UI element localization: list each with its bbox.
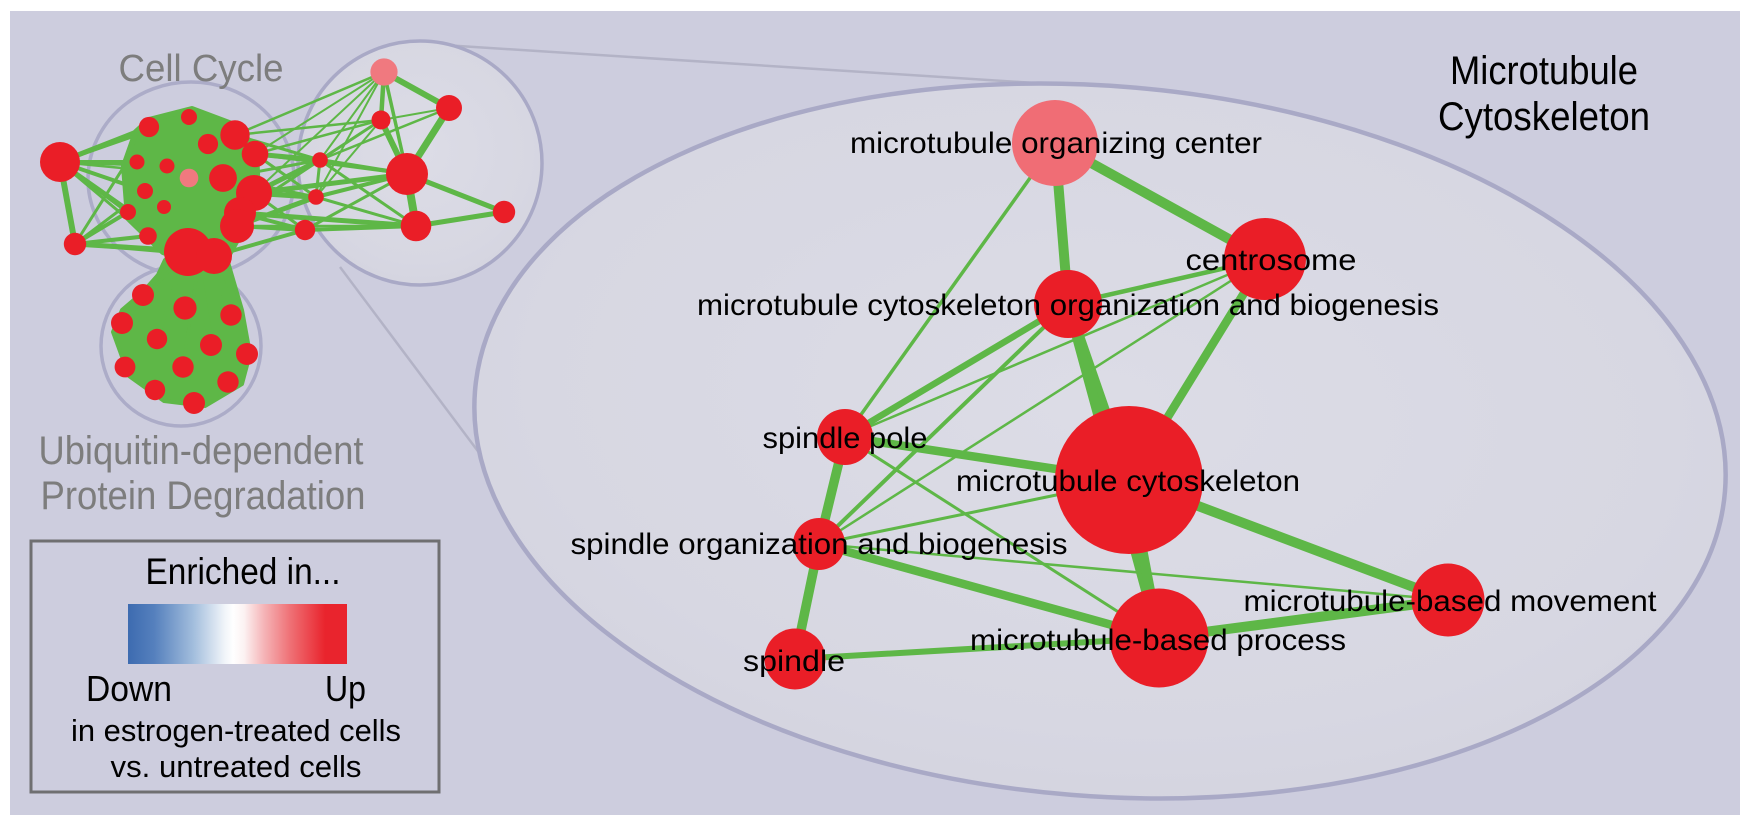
svg-text:spindle pole: spindle pole	[763, 422, 928, 455]
svg-text:microtubule cytoskeleton organ: microtubule cytoskeleton organization an…	[697, 289, 1439, 322]
svg-text:vs. untreated cells: vs. untreated cells	[111, 749, 362, 784]
svg-text:Down: Down	[86, 668, 172, 709]
svg-text:centrosome: centrosome	[1186, 244, 1357, 277]
svg-text:microtubule-based process: microtubule-based process	[970, 624, 1346, 657]
svg-text:Cell Cycle: Cell Cycle	[119, 48, 284, 90]
svg-text:microtubule cytoskeleton: microtubule cytoskeleton	[956, 465, 1300, 498]
svg-text:Up: Up	[325, 668, 366, 709]
svg-text:Cytoskeleton: Cytoskeleton	[1438, 95, 1650, 139]
svg-text:in estrogen-treated cells: in estrogen-treated cells	[71, 713, 401, 748]
svg-text:Protein Degradation: Protein Degradation	[41, 474, 366, 518]
svg-text:Ubiquitin-dependent: Ubiquitin-dependent	[39, 429, 364, 473]
svg-text:microtubule organizing center: microtubule organizing center	[850, 127, 1262, 160]
svg-text:microtubule-based movement: microtubule-based movement	[1244, 585, 1658, 618]
svg-text:spindle: spindle	[743, 645, 845, 678]
svg-text:Microtubule: Microtubule	[1450, 49, 1638, 93]
svg-text:Enriched in...: Enriched in...	[146, 551, 341, 592]
svg-text:spindle organization and bioge: spindle organization and biogenesis	[571, 528, 1068, 561]
